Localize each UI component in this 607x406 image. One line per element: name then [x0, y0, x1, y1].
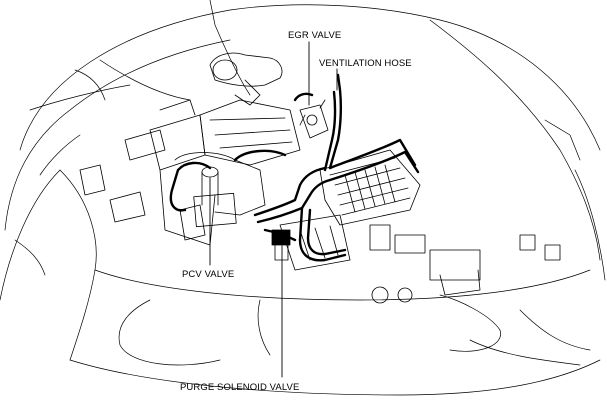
purge-solenoid-valve-label: PURGE SOLENOID VALVE	[180, 382, 300, 393]
engine-parts	[79, 52, 561, 304]
pcv-valve-label: PCV VALVE	[182, 269, 235, 280]
ventilation-hose-label: VENTILATION HOSE	[319, 58, 412, 69]
car-body-outline	[0, 0, 606, 396]
egr-valve-label: EGR VALVE	[288, 30, 342, 41]
leader-lines	[209, 41, 338, 378]
vacuum-hoses	[169, 73, 420, 262]
